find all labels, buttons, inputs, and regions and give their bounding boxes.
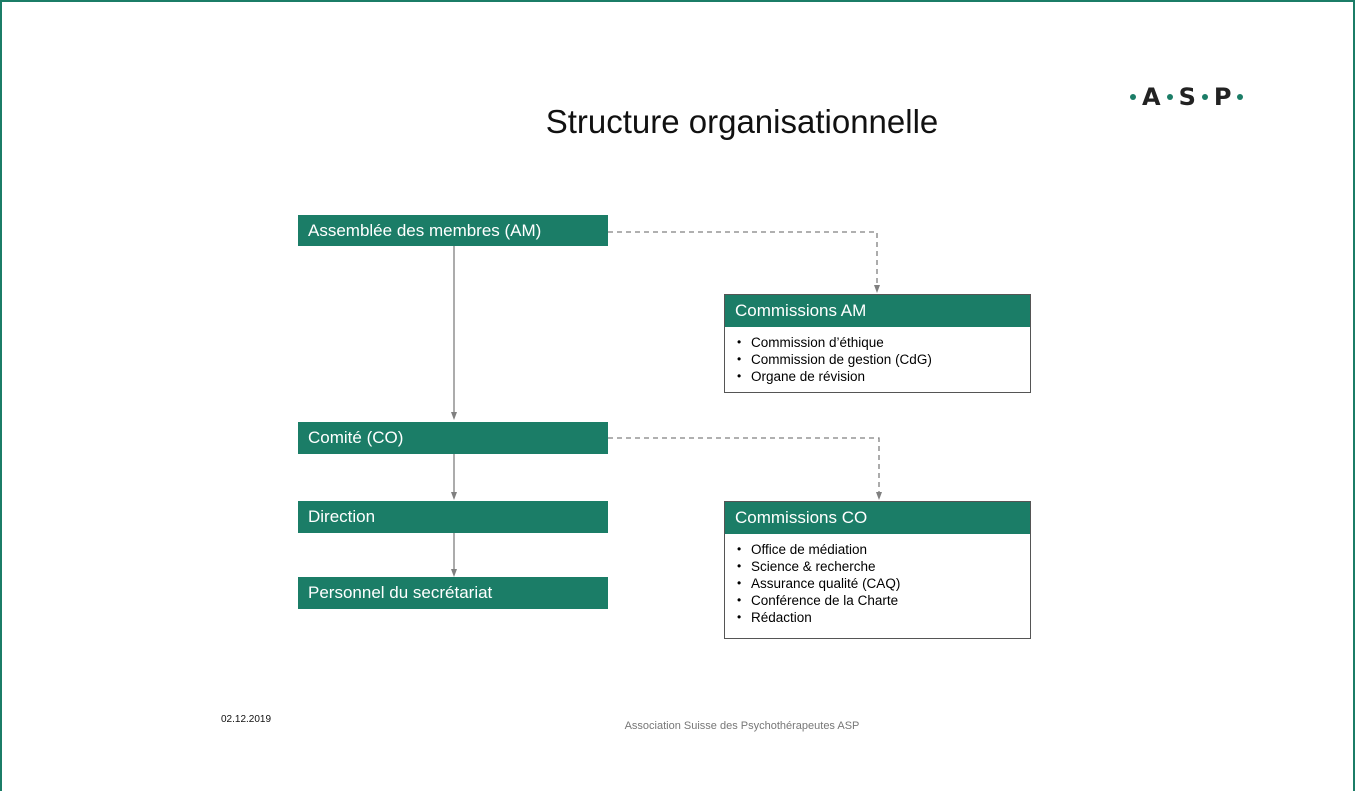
box-personnel-secretariat-label: Personnel du secrétariat: [308, 583, 493, 602]
commissions-co-list: Office de médiation Science & recherche …: [725, 534, 1030, 626]
box-assemblee-membres-label: Assemblée des membres (AM): [308, 220, 542, 240]
footer-date: 02.12.2019: [221, 714, 272, 725]
box-direction-label: Direction: [308, 507, 376, 526]
commissions-co-title: Commissions CO: [725, 502, 1030, 534]
list-item: Rédaction: [737, 609, 1030, 626]
list-item: Science & recherche: [737, 558, 1030, 575]
commissions-am-list: Commission d’éthique Commission de gesti…: [725, 327, 1030, 385]
logo-dot: [1237, 94, 1244, 100]
footer-organization: Association Suisse des Psychothérapeutes…: [624, 720, 860, 732]
list-item: Commission de gestion (CdG): [737, 351, 1030, 368]
connector-co-to-commissions-co: [608, 437, 882, 500]
logo-letter-p: P: [1213, 83, 1232, 111]
logo-letter-a: A: [1142, 83, 1161, 111]
box-personnel-secretariat: Personnel du secrétariat: [298, 577, 608, 609]
logo-dot: [1166, 94, 1173, 100]
logo-letter-s: S: [1178, 83, 1196, 111]
logo-dot: [1201, 94, 1208, 100]
box-comite: Comité (CO): [298, 422, 608, 454]
list-item: Conférence de la Charte: [737, 592, 1030, 609]
slide-title: Structure organisationnelle: [545, 103, 939, 140]
box-assemblee-membres: Assemblée des membres (AM): [298, 215, 608, 246]
commissions-am-title: Commissions AM: [725, 295, 1030, 327]
connector-am-to-commissions-am: [608, 231, 880, 293]
list-item: Assurance qualité (CAQ): [737, 575, 1030, 592]
list-item: Commission d’éthique: [737, 334, 1030, 351]
box-direction: Direction: [298, 501, 608, 533]
commissions-co-box: Commissions CO Office de médiation Scien…: [724, 501, 1031, 639]
commissions-am-box: Commissions AM Commission d’éthique Comm…: [724, 294, 1031, 393]
asp-logo: A S P: [1130, 82, 1244, 112]
logo-dot: [1130, 94, 1136, 100]
box-comite-label: Comité (CO): [308, 428, 404, 447]
list-item: Office de médiation: [737, 541, 1030, 558]
list-item: Organe de révision: [737, 368, 1030, 385]
